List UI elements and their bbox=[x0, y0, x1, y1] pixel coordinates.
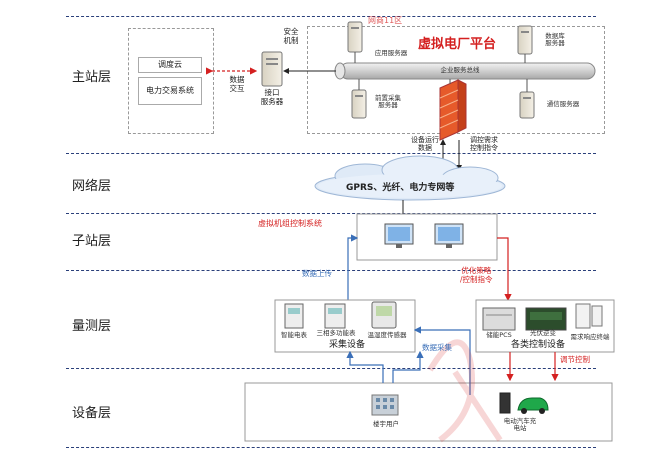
bus-label: 企业服务总线 bbox=[440, 66, 480, 74]
layer-label-measure: 量测层 bbox=[72, 319, 112, 334]
separator-substation-measure bbox=[66, 270, 596, 271]
layer-label-substation: 子站层 bbox=[72, 234, 112, 249]
firewall-icon bbox=[439, 79, 467, 141]
data-exchange-label: 数据 交互 bbox=[229, 75, 245, 93]
pv-inverter-label: 光伏逆变 bbox=[530, 329, 556, 337]
platform-title: 虚拟电厂平台 bbox=[418, 37, 497, 52]
dispatch-cloud-label: 调度云 bbox=[158, 60, 182, 69]
data-upload-arrow bbox=[347, 234, 359, 300]
pv-inverter-icon bbox=[525, 307, 567, 331]
building-users-label: 楼宇用户 bbox=[373, 420, 399, 428]
control-demand-label: 调控需求 控制指令 bbox=[470, 136, 498, 153]
interface-server-label: 接口 服务器 bbox=[260, 88, 284, 106]
ev-charger-icon bbox=[499, 392, 511, 414]
db-server-icon bbox=[517, 25, 533, 55]
trading-system-box: 电力交易系统 bbox=[138, 77, 202, 105]
separator-measure-device bbox=[66, 368, 596, 369]
comm-server-label: 通信服务器 bbox=[546, 100, 580, 108]
front-server-label: 前置采集 服务器 bbox=[375, 94, 401, 110]
control-devices-label: 各类控制设备 bbox=[510, 340, 565, 350]
temp-sensor-label: 温湿度传感器 bbox=[367, 331, 407, 339]
regulate-label: 调节控制 bbox=[560, 355, 590, 364]
app-server-icon bbox=[347, 21, 363, 53]
demand-terminal-label: 需求响应终端 bbox=[570, 333, 610, 341]
watermark-graphic bbox=[427, 339, 503, 443]
security-mechanism-label: 安全 机制 bbox=[283, 27, 299, 45]
separator-top bbox=[66, 16, 596, 17]
top-watermark: 网商11区 bbox=[368, 16, 403, 25]
layer-label-device: 设备层 bbox=[72, 406, 112, 421]
separator-bottom bbox=[66, 447, 596, 448]
monitor-icon-right bbox=[434, 223, 464, 248]
smart-meter-icon bbox=[284, 303, 304, 329]
storage-pcs-label: 储能PCS bbox=[486, 331, 512, 339]
optimize-control-arrow bbox=[497, 237, 512, 302]
demand-terminal-icon bbox=[575, 303, 603, 329]
optimize-label: 优化策略 /控制指令 bbox=[460, 266, 493, 285]
trading-system-label: 电力交易系统 bbox=[146, 86, 194, 96]
enterprise-bus bbox=[334, 62, 596, 80]
ev-station-label: 电动汽车充 电站 bbox=[503, 417, 537, 433]
db-server-label: 数据库 服务器 bbox=[545, 32, 565, 48]
layer-label-network: 网络层 bbox=[72, 179, 112, 194]
smart-meter-label: 智能电表 bbox=[281, 331, 307, 339]
dispatch-cloud-box: 调度云 bbox=[138, 57, 202, 73]
network-cloud-label: GPRS、光纤、电力专网等 bbox=[346, 183, 455, 193]
building-icon bbox=[371, 394, 399, 416]
data-collect-label: 数据采集 bbox=[422, 343, 452, 352]
app-server-label: 应用服务器 bbox=[374, 49, 408, 57]
monitor-icon-left bbox=[384, 223, 414, 248]
device-layer-box bbox=[244, 382, 613, 442]
collect-device-label: 采集设备 bbox=[328, 340, 365, 350]
three-phase-meter-icon bbox=[324, 303, 346, 329]
layer-label-master: 主站层 bbox=[72, 70, 112, 85]
comm-server-icon bbox=[519, 91, 535, 119]
front-server-icon bbox=[351, 89, 367, 119]
operation-data-label: 设备运行 数据 bbox=[411, 136, 439, 153]
data-collect-arrow bbox=[392, 350, 424, 383]
storage-pcs-icon bbox=[482, 307, 516, 331]
electric-car-icon bbox=[517, 397, 549, 414]
substation-box bbox=[356, 213, 498, 261]
network-cloud-icon bbox=[314, 155, 506, 201]
interface-server-icon bbox=[261, 51, 283, 87]
vpp-control-label: 虚拟机组控制系统 bbox=[258, 219, 322, 228]
data-upload-label: 数据上传 bbox=[302, 269, 332, 278]
separator-network-substation bbox=[66, 213, 596, 214]
three-phase-meter-label: 三相多功能表 bbox=[316, 329, 356, 337]
separator-master-network bbox=[66, 153, 596, 154]
temp-sensor-icon bbox=[371, 301, 397, 329]
